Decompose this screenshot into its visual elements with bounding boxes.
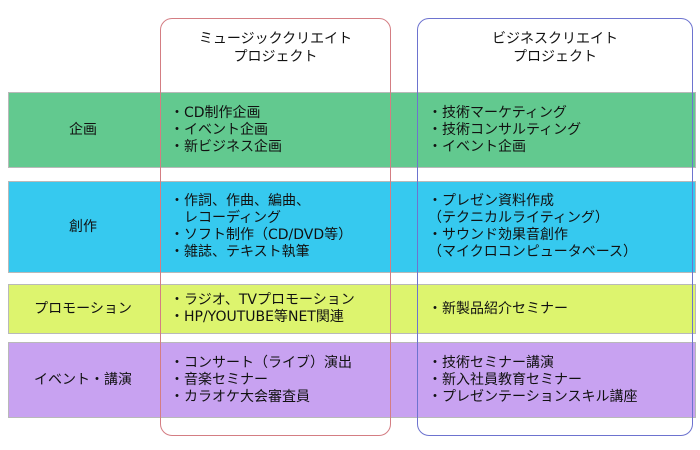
column-title-music: ミュージッククリエイト プロジェクト: [160, 30, 391, 66]
column-title-business-line2: プロジェクト: [513, 49, 597, 65]
column-title-music-line1: ミュージッククリエイト: [198, 31, 353, 47]
cell-item: ・CD制作企画: [170, 104, 261, 121]
cell-creation-business: ・プレゼン資料作成 （テクニカルライティング） ・サウンド効果音創作 （マイクロ…: [428, 186, 692, 268]
cell-item: ・新入社員教育セミナー: [428, 371, 582, 388]
cell-item: ・プレゼン資料作成: [428, 193, 554, 209]
row-band-event: [8, 342, 696, 418]
cell-planning-music: ・CD制作企画 ・イベント企画 ・新ビジネス企画: [170, 98, 388, 162]
cell-item: ・新ビジネス企画: [170, 138, 282, 155]
cell-item: ・HP/YOUTUBE等NET関連: [170, 309, 344, 325]
row-label-event: イベント・講演: [34, 372, 132, 388]
cell-promotion-music: ・ラジオ、TVプロモーション ・HP/YOUTUBE等NET関連: [170, 289, 388, 329]
row-band-creation: [8, 181, 696, 273]
cell-promotion-business: ・新製品紹介セミナー: [428, 289, 692, 329]
cell-item: ・技術コンサルティング: [428, 121, 582, 138]
column-frame-music: [160, 18, 391, 436]
cell-item: レコーディング: [170, 210, 282, 226]
cell-item: ・カラオケ大会審査員: [170, 388, 310, 405]
column-title-music-line2: プロジェクト: [233, 49, 318, 65]
cell-item: ・サウンド効果音創作: [428, 227, 568, 243]
cell-item: ・イベント企画: [170, 121, 268, 138]
cell-item: ・作詞、作曲、編曲、: [170, 193, 310, 209]
cell-item: ・イベント企画: [428, 138, 526, 155]
cell-item: ・技術セミナー講演: [428, 354, 554, 371]
column-title-business-line1: ビジネスクリエイト: [492, 31, 618, 47]
row-band-promotion: [8, 284, 696, 334]
column-title-business: ビジネスクリエイト プロジェクト: [417, 30, 693, 66]
cell-item: ・ソフト制作（CD/DVD等）: [170, 227, 353, 243]
row-band-planning: [8, 92, 696, 168]
cell-creation-music: ・作詞、作曲、編曲、 レコーディング ・ソフト制作（CD/DVD等） ・雑誌、テ…: [170, 186, 388, 268]
cell-item: ・新製品紹介セミナー: [428, 300, 568, 317]
cell-item: ・技術マーケティング: [428, 104, 567, 121]
cell-planning-business: ・技術マーケティング ・技術コンサルティング ・イベント企画: [428, 98, 692, 162]
cell-item: （テクニカルライティング）: [428, 210, 609, 226]
cell-event-business: ・技術セミナー講演 ・新入社員教育セミナー ・プレゼンテーションスキル講座: [428, 348, 692, 412]
row-label-creation: 創作: [69, 219, 97, 235]
cell-item: ・コンサート（ライブ）演出: [170, 354, 352, 371]
cell-event-music: ・コンサート（ライブ）演出 ・音楽セミナー ・カラオケ大会審査員: [170, 348, 388, 412]
cell-item: ・プレゼンテーションスキル講座: [428, 388, 638, 405]
cell-item: ・ラジオ、TVプロモーション: [170, 292, 355, 308]
cell-item: （マイクロコンピュータベース）: [428, 244, 638, 260]
cell-item: ・雑誌、テキスト執筆: [170, 244, 310, 260]
row-label-planning: 企画: [69, 122, 97, 138]
cell-item: ・音楽セミナー: [170, 371, 268, 388]
column-frame-business: [417, 18, 693, 436]
row-label-promotion: プロモーション: [34, 301, 132, 317]
